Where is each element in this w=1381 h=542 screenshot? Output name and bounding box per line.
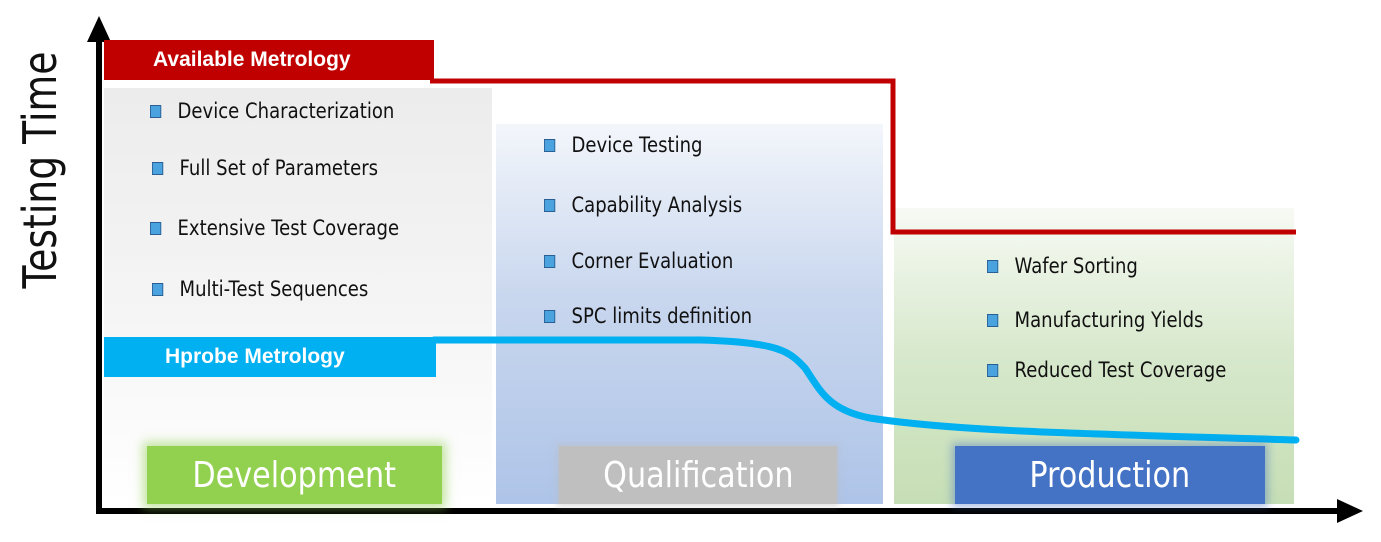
bullet-square-icon: [152, 161, 164, 175]
x-axis-arrow-icon: [1337, 499, 1363, 523]
available-metrology-label: Available Metrology: [104, 40, 434, 80]
production-phase-label: Production: [955, 446, 1265, 504]
qualification-item: SPC limits definition: [544, 304, 752, 328]
development-panel: [104, 88, 492, 502]
development-item: Device Characterization: [150, 99, 394, 123]
development-item: Extensive Test Coverage: [150, 216, 399, 240]
development-item: Full Set of Parameters: [152, 156, 378, 180]
y-axis-arrow-icon: [87, 16, 111, 42]
production-item: Manufacturing Yields: [987, 308, 1203, 332]
bullet-square-icon: [544, 309, 556, 323]
qualification-panel: [496, 124, 883, 504]
production-item: Reduced Test Coverage: [987, 358, 1226, 382]
production-item: Wafer Sorting: [987, 254, 1138, 278]
development-phase-label: Development: [147, 446, 442, 504]
bullet-square-icon: [544, 254, 556, 268]
bullet-square-icon: [987, 259, 999, 273]
qualification-phase-label: Qualification: [559, 446, 837, 504]
bullet-square-icon: [152, 282, 164, 296]
hprobe-metrology-curve: [430, 336, 1300, 444]
bullet-square-icon: [544, 198, 556, 212]
development-item: Multi-Test Sequences: [152, 277, 368, 301]
qualification-item: Device Testing: [544, 133, 703, 157]
hprobe-metrology-label: Hprobe Metrology: [104, 337, 436, 377]
qualification-item: Capability Analysis: [544, 193, 742, 217]
bullet-square-icon: [544, 138, 556, 152]
bullet-square-icon: [150, 221, 162, 235]
bullet-square-icon: [150, 104, 162, 118]
bullet-square-icon: [987, 363, 999, 377]
qualification-item: Corner Evaluation: [544, 249, 733, 273]
available-metrology-line: [430, 78, 1296, 235]
bullet-square-icon: [987, 313, 999, 327]
